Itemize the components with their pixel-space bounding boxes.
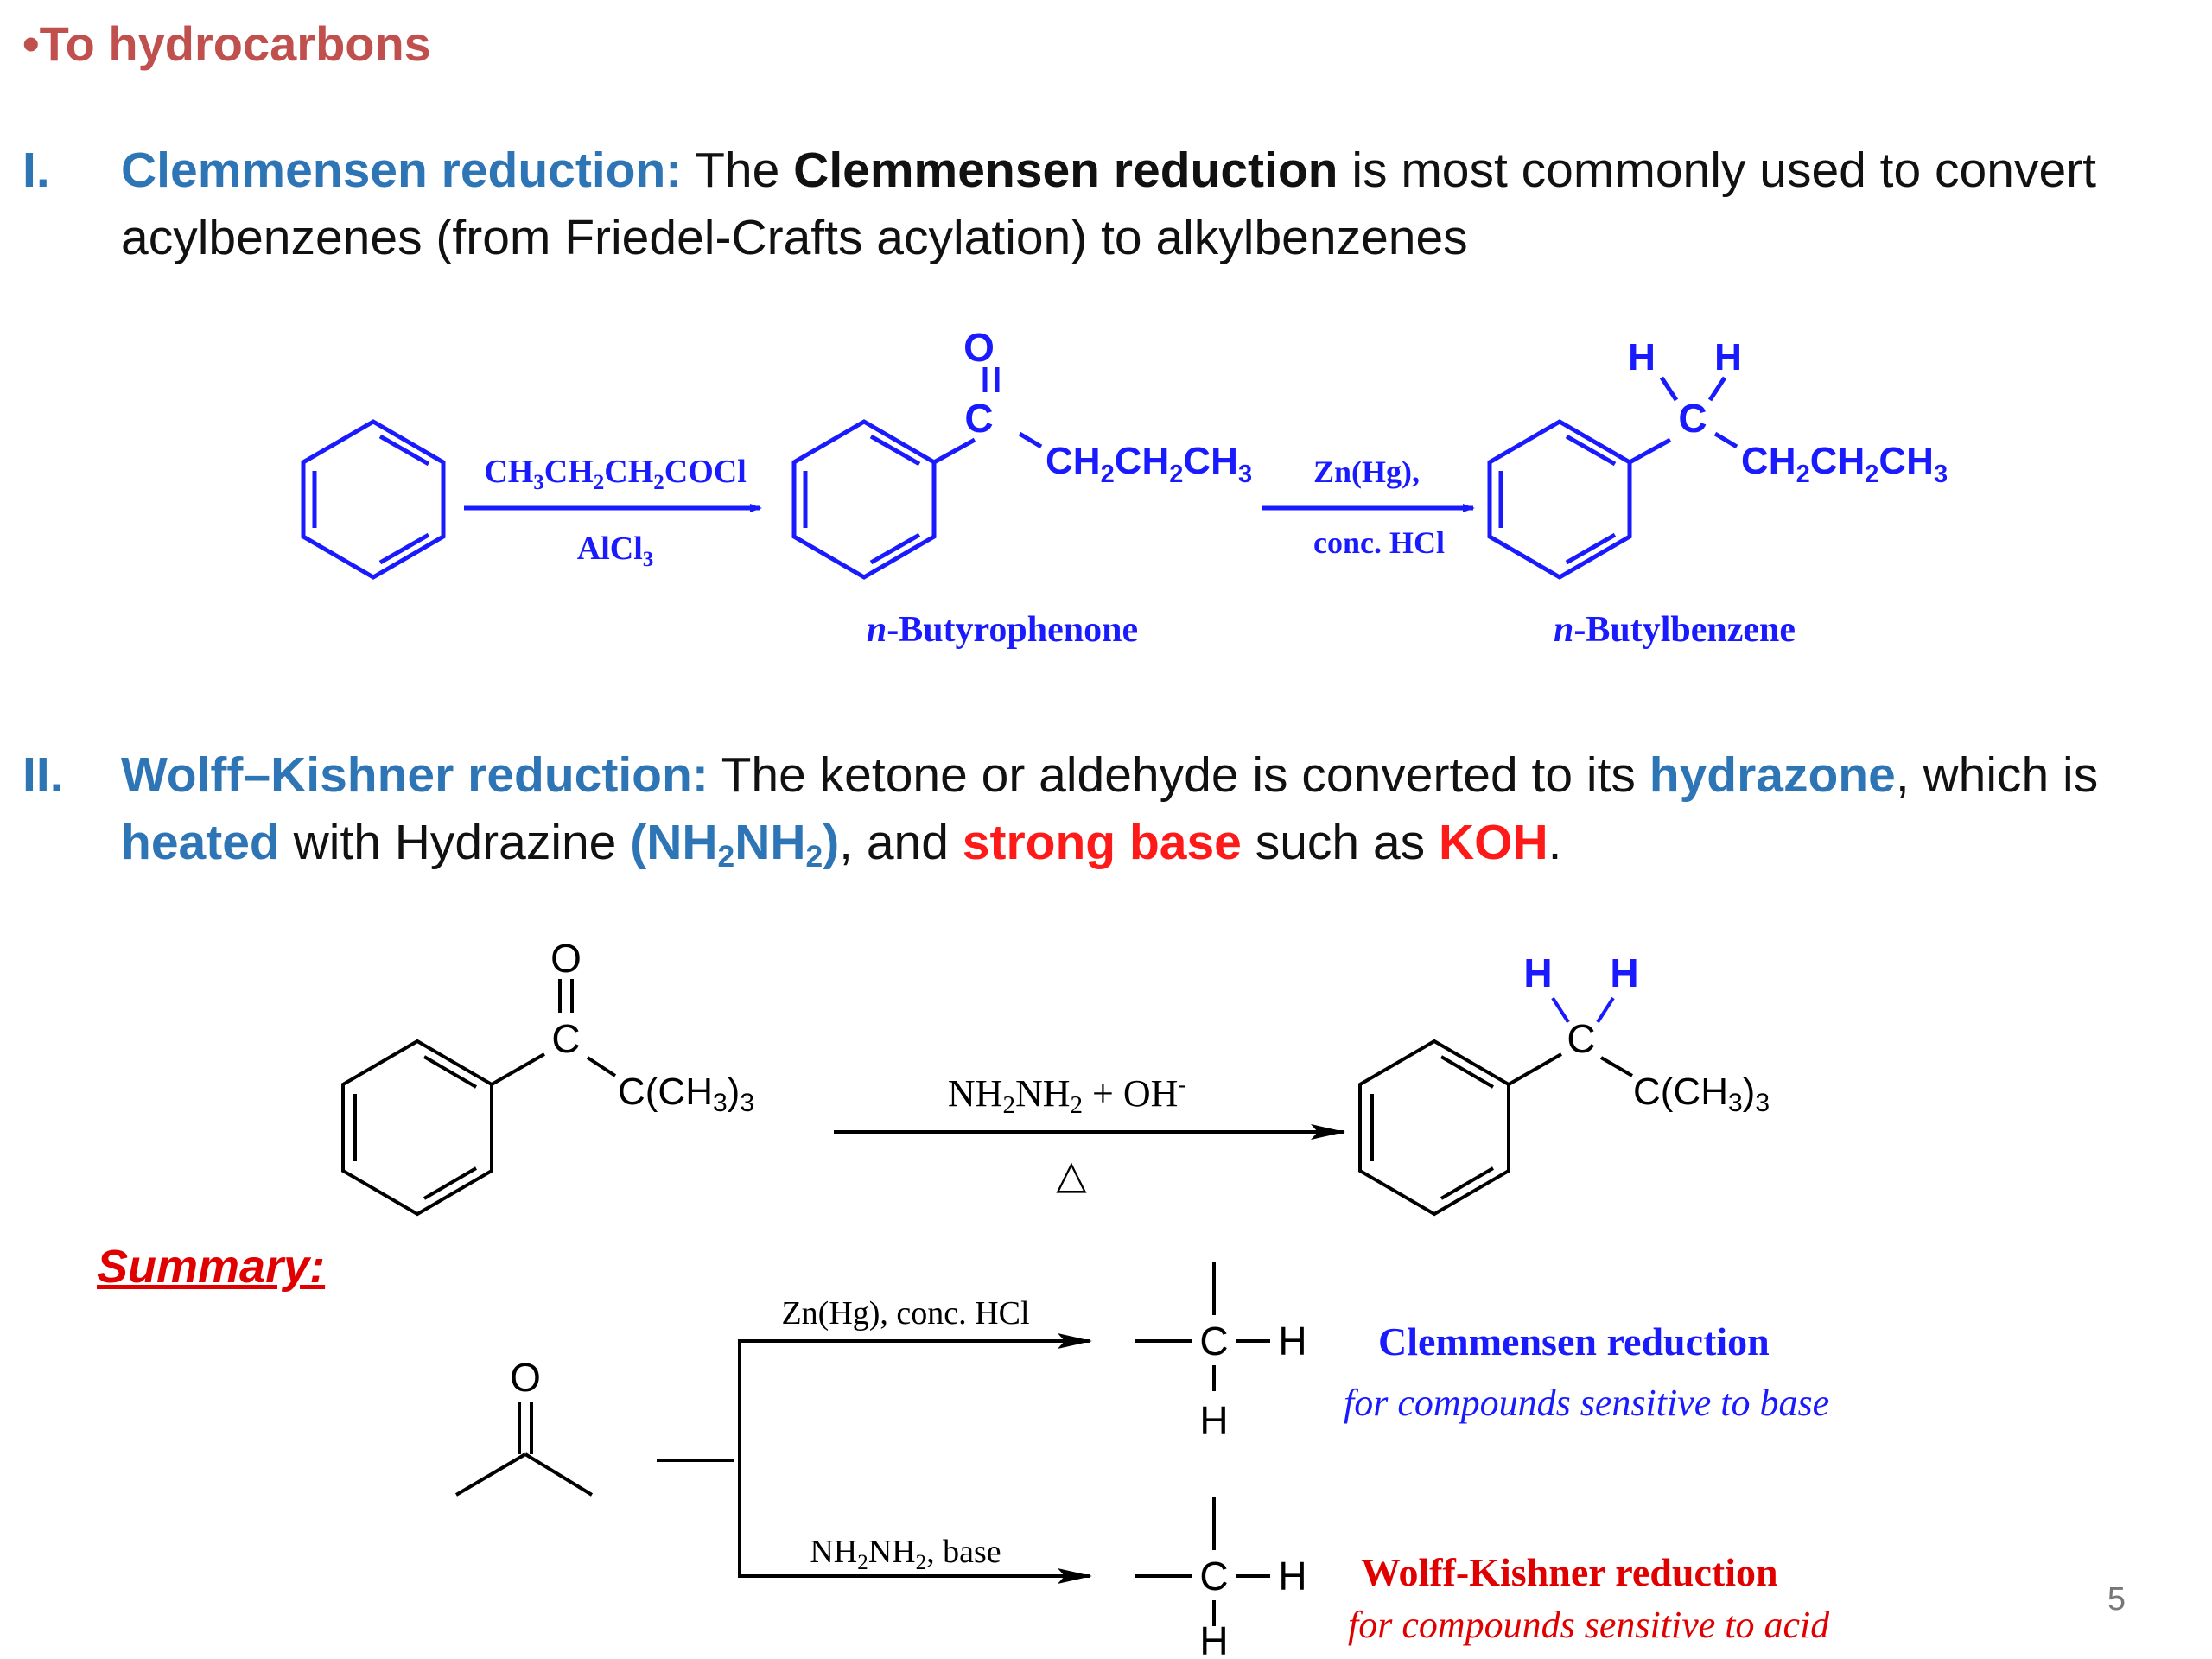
slide-number: 5 [2107, 1581, 2126, 1618]
scheme-1 [301, 367, 1738, 580]
ketone-carbon: C [964, 396, 993, 441]
benzene-ring-1 [301, 419, 446, 580]
section-2-text-b: , which is [1895, 747, 2099, 803]
koh-term: KOH [1439, 815, 1548, 870]
butylbenzene-label: n-Butylbenzene [1554, 610, 1796, 650]
summary-labels: O Zn(Hg), conc. HCl NH2NH2, base C H H C… [510, 1295, 1307, 1659]
section-1-text: Clemmensen reduction: The Clemmensen red… [121, 137, 2096, 271]
scheme-2-hydrogen-bonds [1551, 996, 1615, 1024]
scheme-2-product-carbon: C [1567, 1016, 1595, 1061]
ketone-oxygen: O [963, 325, 995, 370]
methylene-carbon-2: C [1199, 1554, 1228, 1599]
strong-base-term: strong base [962, 815, 1242, 870]
scheme-1-reagents: CH3CH2CH2COCl AlCl3 Zn(Hg), conc. HCl n-… [484, 454, 1796, 650]
wolff-kishner-name: Wolff-Kishner reduction [1361, 1550, 1778, 1594]
section-2-number: II. [22, 747, 64, 803]
product-chain: CH2CH2CH3 [1741, 440, 1948, 488]
scheme-2 [341, 979, 1634, 1217]
summary-scheme [454, 1262, 1270, 1626]
summary-heading: Summary: [97, 1241, 326, 1293]
section-2-text-e: such as [1241, 815, 1439, 870]
acyl-chloride-reagent: CH3CH2CH2COCl [484, 454, 747, 494]
benzene-ring-2 [791, 419, 937, 580]
benzene-ring-4 [341, 1039, 493, 1217]
acetone-oxygen: O [510, 1355, 541, 1400]
scheme-1-labels: O C CH2CH2CH3 H H C CH2CH2CH3 [963, 325, 1948, 488]
section-2-line-1: II. [22, 741, 64, 809]
benzene-ring-5 [1358, 1039, 1510, 1217]
hcl-reagent: conc. HCl [1313, 525, 1445, 560]
section-2-text-a: The ketone or aldehyde is converted to i… [708, 747, 1649, 803]
section-1-text-c: acylbenzenes (from Friedel-Crafts acylat… [121, 210, 1468, 265]
methylene-hydrogen-2a: H [1278, 1554, 1306, 1599]
hydrazone-term: hydrazone [1649, 747, 1896, 803]
methylene-hydrogen-1b: H [1199, 1398, 1228, 1443]
scheme-2-hydrogen-2: H [1610, 950, 1638, 995]
heat-symbol: △ [1056, 1152, 1087, 1197]
hydrazine-formula: (NH2NH2) [630, 815, 840, 874]
lewis-acid-reagent: AlCl3 [577, 531, 654, 571]
benzene-ring-3 [1487, 419, 1632, 580]
scheme-2-hydrogen-1: H [1523, 950, 1552, 995]
product-carbon: C [1678, 396, 1707, 441]
tert-butyl-group: C(CH3)3 [618, 1071, 754, 1117]
hydrazine-base-reagent: NH2NH2 + OH- [948, 1071, 1186, 1119]
section-2-text-c: with Hydrazine [279, 815, 631, 870]
scheme-2-labels: O C C(CH3)3 C C(CH3)3 NH2NH2 + OH- △ [550, 936, 1770, 1197]
scheme-2-hydrogens: H H [1523, 950, 1638, 995]
product-hydrogen-2: H [1714, 336, 1742, 378]
section-2-text: Wolff–Kishner reduction: The ketone or a… [121, 747, 2099, 874]
zinc-amalgam-reagent: Zn(Hg), [1313, 454, 1420, 489]
section-1-text-a: The [682, 143, 794, 198]
methylene-hydrogen-2b: H [1199, 1618, 1228, 1659]
section-1-number: I. [22, 143, 50, 198]
product-tert-butyl-group: C(CH3)3 [1633, 1071, 1770, 1117]
methylene-hydrogen-1a: H [1278, 1319, 1306, 1363]
section-1-line-1: I. [22, 137, 50, 204]
wolff-kishner-reagent: NH2NH2, base [810, 1534, 1001, 1574]
slide-header: •To hydrocarbons [22, 16, 431, 71]
clemmensen-note: for compounds sensitive to base [1344, 1382, 1829, 1424]
section-1-bold: Clemmensen reduction [793, 143, 1338, 198]
section-1-title: Clemmensen reduction: [121, 143, 683, 198]
section-2-text-d: , and [839, 815, 963, 870]
wolff-kishner-note: for compounds sensitive to acid [1348, 1604, 1830, 1646]
heated-term: heated [121, 815, 280, 870]
product-hydrogen-1: H [1628, 336, 1656, 378]
section-2-title: Wolff–Kishner reduction: [121, 747, 709, 803]
methylene-carbon-1: C [1199, 1319, 1228, 1363]
clemmensen-reagent: Zn(Hg), conc. HCl [781, 1295, 1029, 1332]
butyrophenone-label: n-Butyrophenone [867, 610, 1138, 650]
section-1-text-b: is most commonly used to convert [1338, 143, 2096, 198]
scheme-2-carbon: C [551, 1016, 580, 1061]
ketone-chain: CH2CH2CH3 [1046, 440, 1252, 488]
summary-notes: Clemmensen reduction for compounds sensi… [1344, 1319, 1830, 1646]
scheme-2-oxygen: O [550, 936, 582, 981]
clemmensen-name: Clemmensen reduction [1378, 1319, 1770, 1363]
